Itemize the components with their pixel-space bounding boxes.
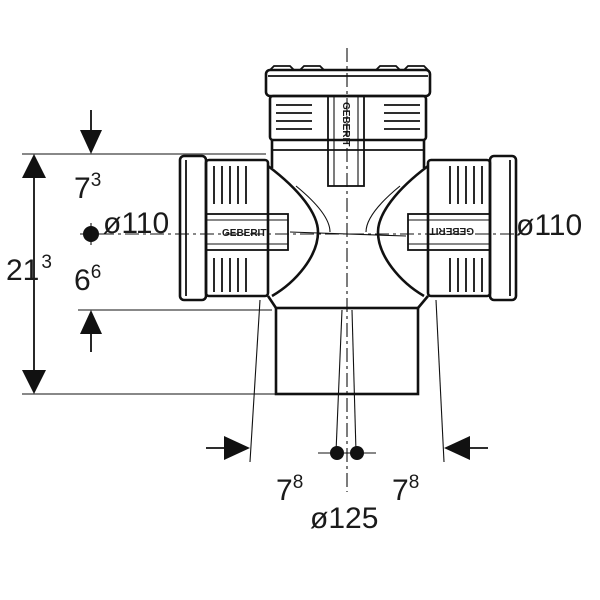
dimension-lines [22, 110, 488, 463]
dim-main-diameter: ø125 [310, 502, 378, 535]
right-branch-socket: GEBERIT [407, 154, 518, 302]
pipe-fitting: GEBERIT GEBERIT [100, 48, 520, 492]
dim-left-branch-diameter: ø110 [103, 207, 169, 240]
dim-lower-segment: 66 [74, 262, 101, 297]
right-brand-text: GEBERIT [430, 225, 474, 236]
arrow-up-icon [80, 310, 102, 334]
bottom-spigot [266, 295, 429, 396]
top-brand-text: GEBERIT [340, 102, 351, 146]
central-body [267, 164, 429, 298]
left-branch-socket: GEBERIT [178, 154, 289, 302]
dim-right-offset: 78 [392, 472, 419, 507]
top-socket: GEBERIT [264, 65, 432, 187]
dim-right-branch-diameter: ø110 [516, 209, 582, 242]
arrow-up-icon [22, 154, 46, 178]
arrow-down-icon [80, 130, 102, 154]
dim-upper-segment: 73 [74, 170, 101, 205]
arrow-down-icon [22, 370, 46, 394]
arrow-right-icon [224, 436, 250, 460]
arrow-left-icon [444, 436, 470, 460]
dim-left-offset: 78 [276, 472, 303, 507]
